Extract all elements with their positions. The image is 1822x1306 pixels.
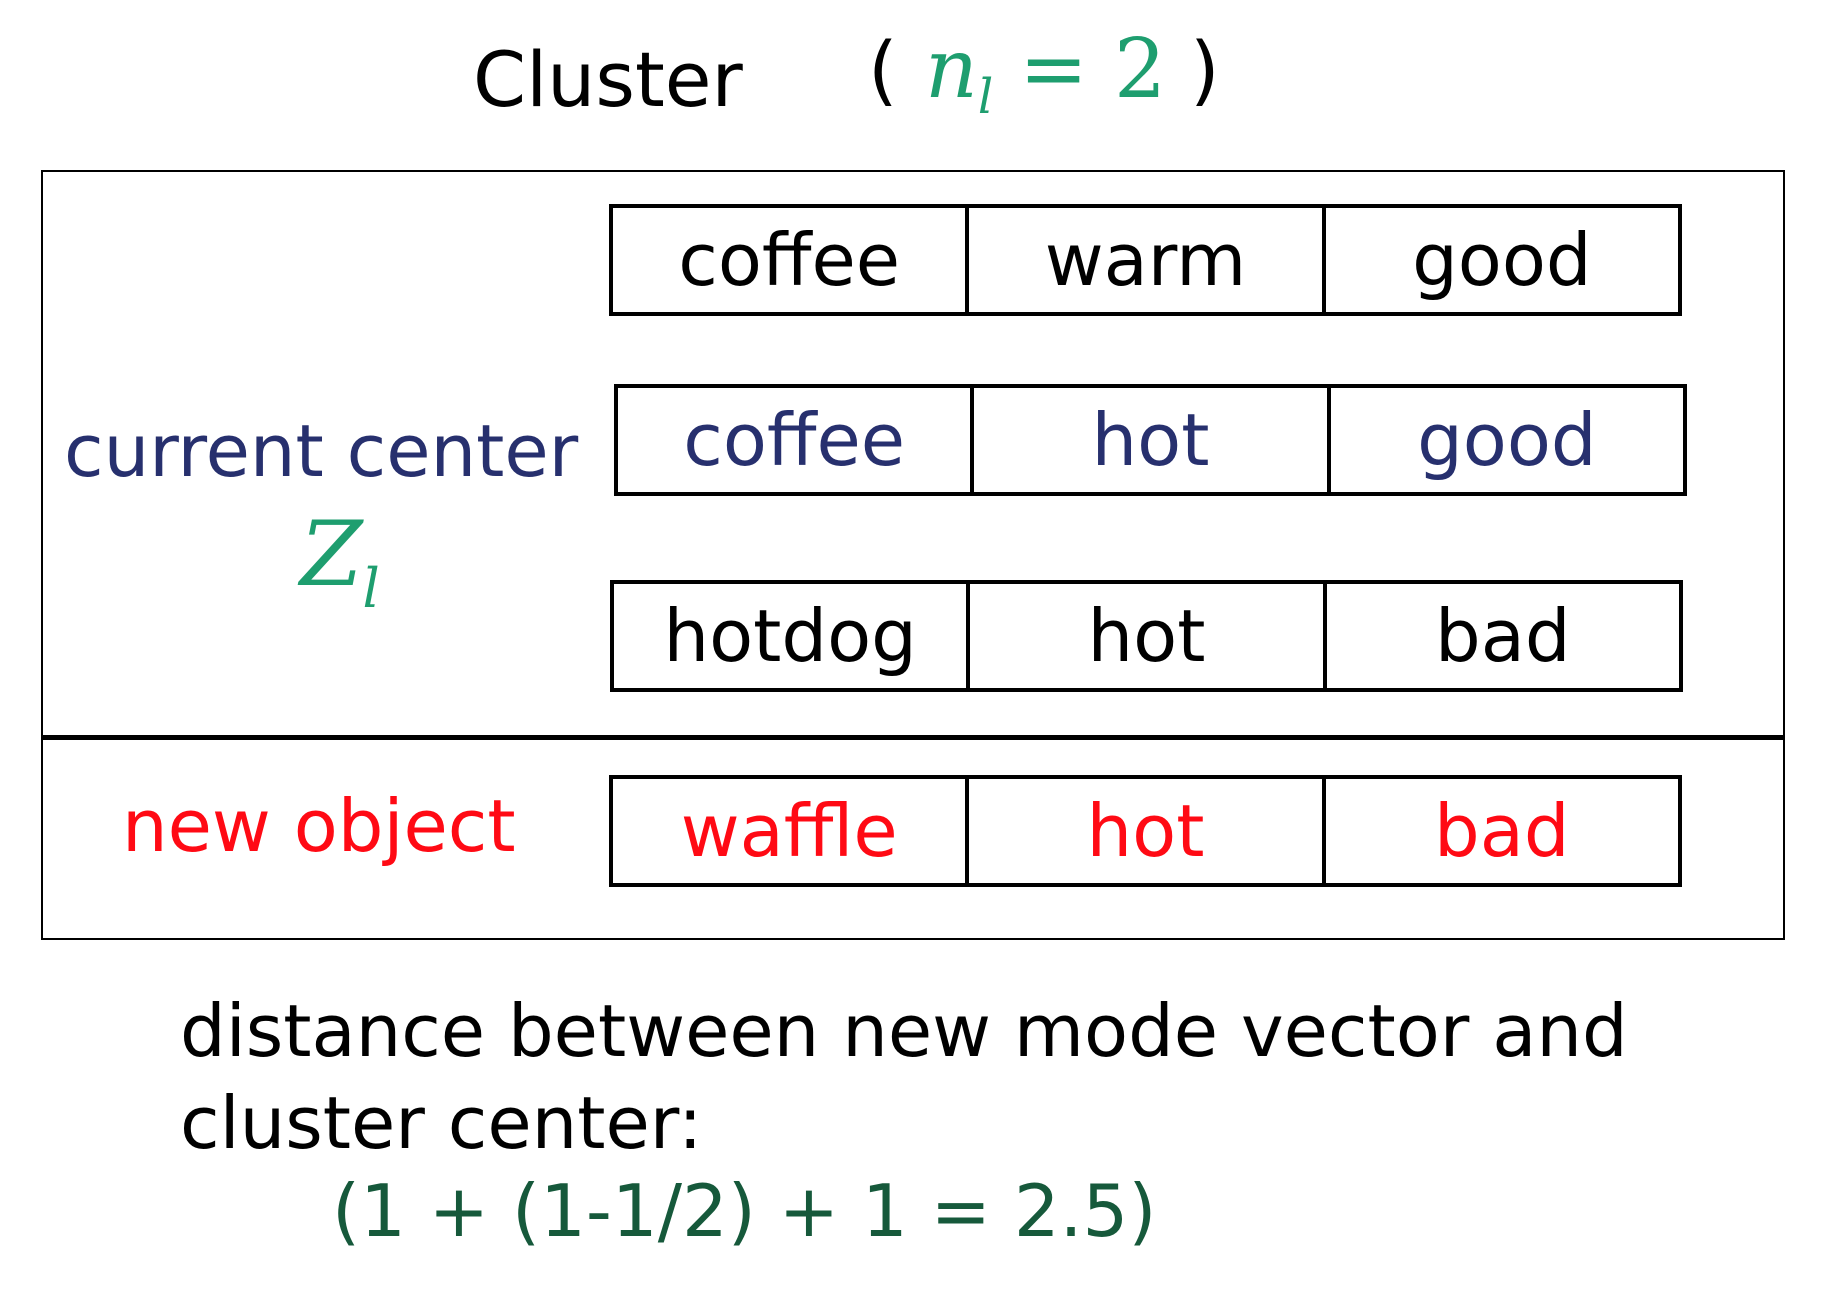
center-symbol: Zl (300, 510, 380, 616)
frame-divider (41, 735, 1785, 740)
caption-line-1: distance between new mode vector and (180, 989, 1628, 1073)
center-symbol-letter: Z (300, 502, 363, 607)
center-symbol-subscript: l (362, 557, 380, 620)
row-3-cell-3: bad (1322, 584, 1679, 688)
cluster-size-value: = 2 (1019, 22, 1167, 117)
title-close-paren: ) (1190, 25, 1220, 114)
cluster-row-1: coffee warm good (609, 204, 1682, 316)
cluster-title: Cluster (473, 35, 743, 124)
row-1-cell-2: warm (965, 208, 1321, 312)
row-1-cell-3: good (1321, 208, 1678, 312)
distance-caption: distance between new mode vector and clu… (180, 985, 1628, 1169)
caption-line-2: cluster center: (180, 1081, 703, 1165)
new-object-cell-1: waffle (680, 789, 898, 873)
new-object-label: new object (122, 784, 516, 868)
cluster-size-symbol: n (925, 22, 978, 117)
cluster-size-formula: nl = 2 (925, 20, 1166, 147)
cluster-row-3: hotdog hot bad (610, 580, 1683, 692)
row-2-cell-2: hot (970, 388, 1326, 492)
current-center-label: current center (64, 409, 579, 493)
row-3-cell-2: hot (966, 584, 1322, 688)
new-object-cell-2: hot (965, 779, 1321, 883)
row-3-cell-1: hotdog (663, 594, 917, 678)
cluster-row-2: coffee hot good (614, 384, 1687, 496)
cluster-size-subscript: l (977, 69, 994, 125)
row-2-cell-1: coffee (683, 398, 906, 482)
cluster-frame (41, 170, 1785, 940)
row-2-cell-3: good (1326, 388, 1683, 492)
new-object-row: waffle hot bad (609, 775, 1682, 887)
distance-formula: (1 + (1-1/2) + 1 = 2.5) (332, 1169, 1157, 1253)
new-object-cell-3: bad (1321, 779, 1678, 883)
title-open-paren: ( (868, 25, 898, 114)
row-1-cell-1: coffee (678, 218, 901, 302)
